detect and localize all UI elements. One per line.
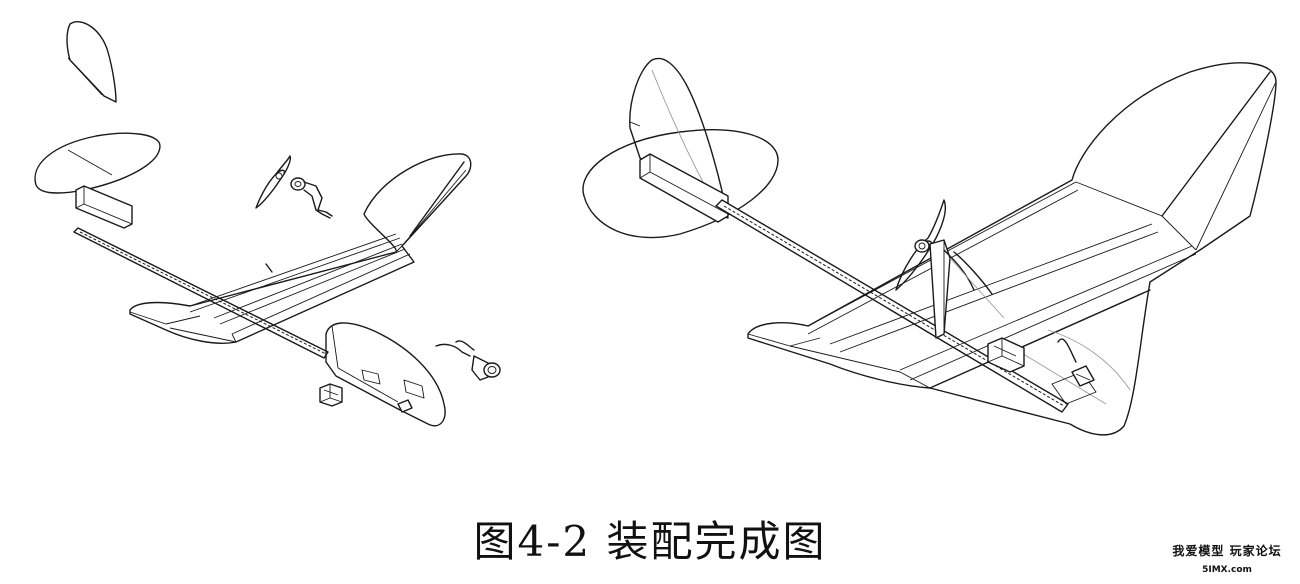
assembled-servo xyxy=(987,337,1025,373)
fuselage-boom-part xyxy=(73,227,329,359)
watermark-line2: 5IMX.com xyxy=(1202,565,1252,575)
motor-mount-part xyxy=(290,177,333,219)
exploded-view xyxy=(34,21,501,427)
wing-root-plate-part xyxy=(325,322,446,427)
vertical-fin-part xyxy=(66,21,117,103)
assembled-fuselage-boom xyxy=(715,199,1069,413)
servo-part xyxy=(319,383,343,407)
propeller-part xyxy=(255,155,292,209)
main-wing-part xyxy=(129,153,472,344)
assembled-propeller xyxy=(895,199,946,291)
assembled-view xyxy=(582,57,1277,436)
watermark: 我爱模型 玩家论坛 5IMX.com xyxy=(1162,542,1292,575)
figure-caption: 图4-2 装配完成图 xyxy=(473,517,827,566)
horizontal-stabilizer-part xyxy=(34,132,161,194)
assembled-tail-mount xyxy=(639,153,729,223)
watermark-line1: 我爱模型 玩家论坛 xyxy=(1172,544,1282,558)
motor-part xyxy=(435,340,501,381)
assembled-motor-pylon xyxy=(929,239,1005,339)
stabilizer-mount-part xyxy=(75,185,133,229)
assembled-motor xyxy=(1057,338,1095,387)
